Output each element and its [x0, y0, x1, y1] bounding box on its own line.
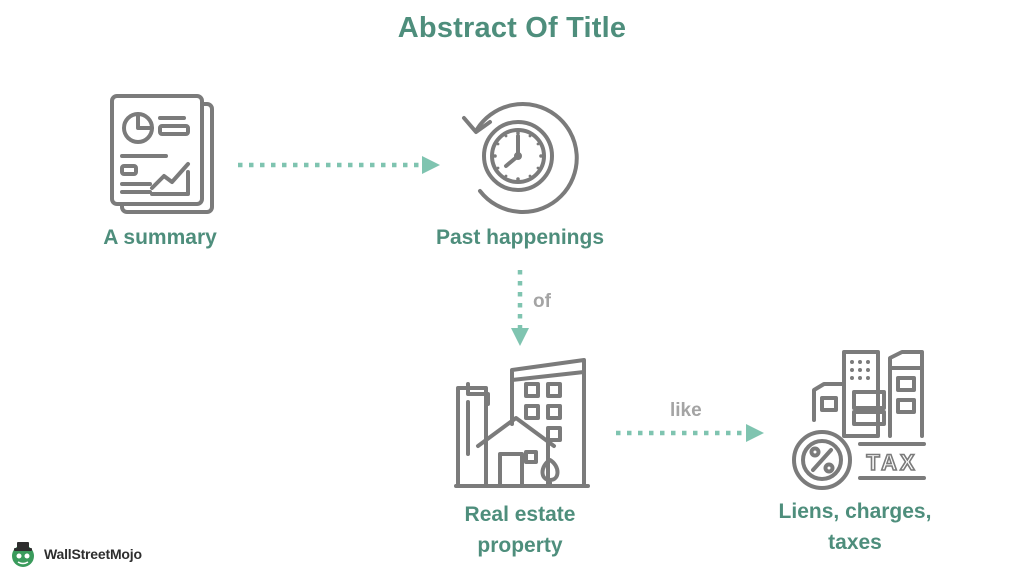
edge-label-like: like — [670, 400, 702, 421]
brand-logo: WallStreetMojo — [8, 538, 142, 570]
diagram-title: Abstract Of Title — [397, 12, 627, 44]
arrow-summary-to-past — [238, 156, 440, 174]
node-label-liens-line1: Liens, charges, — [778, 500, 932, 523]
buildings-house-icon — [454, 358, 590, 488]
node-label-summary: A summary — [103, 226, 217, 249]
report-document-icon — [110, 94, 214, 214]
edge-label-of: of — [533, 291, 551, 312]
brand-logo-text: WallStreetMojo — [44, 546, 142, 562]
arrow-property-to-liens — [616, 424, 764, 442]
node-label-liens-line2: taxes — [828, 531, 882, 554]
node-label-property-line2: property — [477, 534, 563, 557]
node-label-liens: Liens, charges, taxes — [750, 496, 960, 558]
svg-text:TAX: TAX — [866, 450, 917, 475]
tax-percent-icon: TAX — [792, 350, 926, 490]
mascot-logo-icon — [12, 542, 34, 567]
clock-history-icon — [462, 102, 579, 215]
node-label-property: Real estate property — [420, 499, 620, 561]
arrow-past-to-property — [511, 270, 529, 346]
node-label-past: Past happenings — [435, 226, 605, 249]
node-label-property-line1: Real estate — [464, 503, 576, 526]
